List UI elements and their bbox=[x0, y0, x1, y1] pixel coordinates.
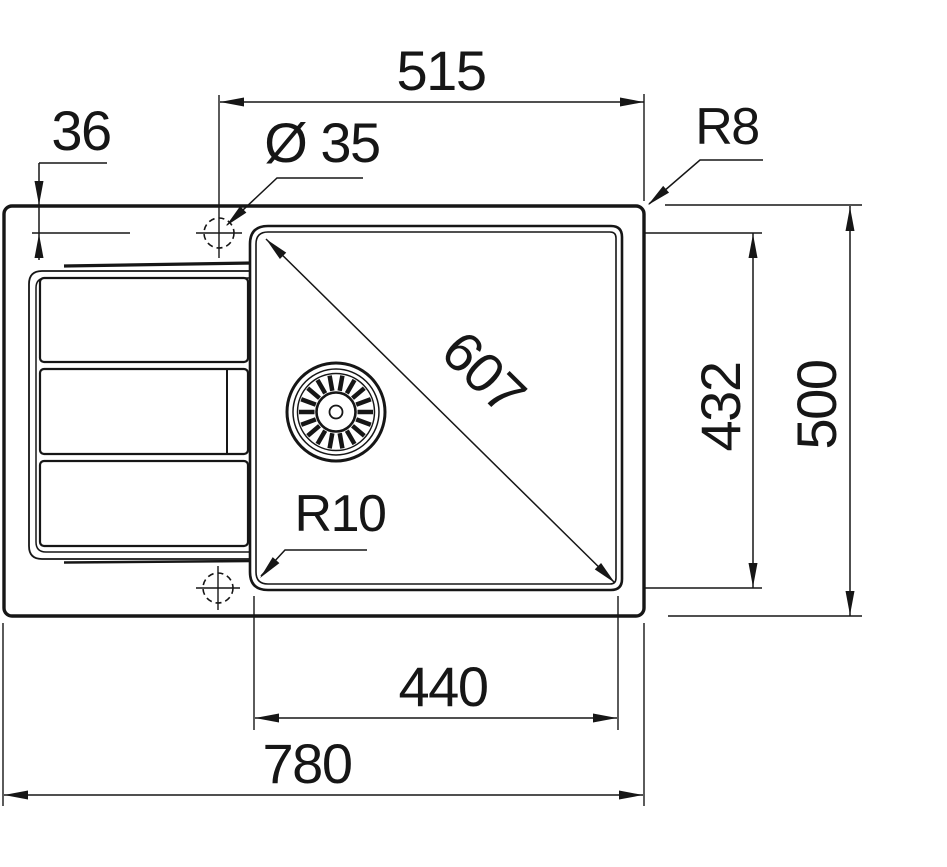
dim-r10: R10 bbox=[256, 485, 387, 582]
dim-500-arrow-up bbox=[845, 207, 855, 231]
dim-515-label: 515 bbox=[397, 39, 486, 102]
drainboard-ridge-3 bbox=[38, 459, 250, 548]
dim-36-label: 36 bbox=[51, 99, 110, 162]
dim-432: 432 bbox=[643, 232, 762, 589]
bowl-rim-inner bbox=[255, 231, 617, 585]
drainboard-ridge-1 bbox=[38, 276, 250, 364]
dim-515: 515 bbox=[220, 39, 645, 201]
dim-500-arrow-down bbox=[845, 591, 855, 615]
drainboard-ridge-2 bbox=[38, 367, 250, 456]
drainboard-border-outer bbox=[28, 270, 252, 560]
drain-ring-outer bbox=[285, 361, 387, 463]
tap-hole-bottom bbox=[196, 566, 240, 610]
dim-500-label: 500 bbox=[785, 361, 848, 450]
dim-780-arrow-right bbox=[619, 790, 643, 800]
drainboard bbox=[28, 261, 253, 564]
dim-780-label: 780 bbox=[263, 732, 352, 795]
dim-440-arrow-right bbox=[593, 713, 617, 723]
drain-strainer bbox=[285, 361, 387, 463]
tap-hole-diameter-label: Ø 35 bbox=[264, 111, 379, 174]
dim-440-label: 440 bbox=[399, 655, 488, 718]
drain-cap bbox=[315, 391, 357, 433]
dim-515-arrow-right bbox=[620, 97, 644, 107]
bowl-radius-r10-label: R10 bbox=[295, 485, 386, 543]
drain-spokes bbox=[299, 375, 373, 449]
dim-440-arrow-left bbox=[255, 713, 279, 723]
dim-440: 440 bbox=[253, 596, 619, 730]
dim-432-arrow-down bbox=[748, 563, 758, 587]
drain-ring-mid bbox=[292, 368, 380, 456]
dim-500: 500 bbox=[665, 204, 862, 617]
dim-tap-hole-diameter: Ø 35 bbox=[222, 111, 381, 230]
corner-radius-r8-label: R8 bbox=[695, 98, 758, 156]
dim-36: 36 bbox=[34, 99, 112, 260]
dim-r8: R8 bbox=[645, 98, 763, 209]
dim-780-arrow-left bbox=[4, 790, 28, 800]
drainboard-bottom-edge bbox=[63, 559, 253, 564]
dim-432-label: 432 bbox=[689, 363, 752, 452]
dim-515-arrow-left bbox=[220, 97, 244, 107]
dim-780: 780 bbox=[2, 623, 645, 806]
drain-cap-hole bbox=[328, 404, 344, 420]
drain-ring-spoke-bound bbox=[296, 372, 376, 452]
drainboard-top-edge bbox=[63, 261, 253, 268]
dia35-leader bbox=[226, 177, 363, 226]
dim-607-line bbox=[265, 238, 616, 584]
dim-36-arrow-down bbox=[34, 181, 44, 205]
r8-leader bbox=[648, 159, 763, 205]
dim-432-arrow-up bbox=[748, 234, 758, 258]
tap-hole-top bbox=[32, 95, 242, 258]
